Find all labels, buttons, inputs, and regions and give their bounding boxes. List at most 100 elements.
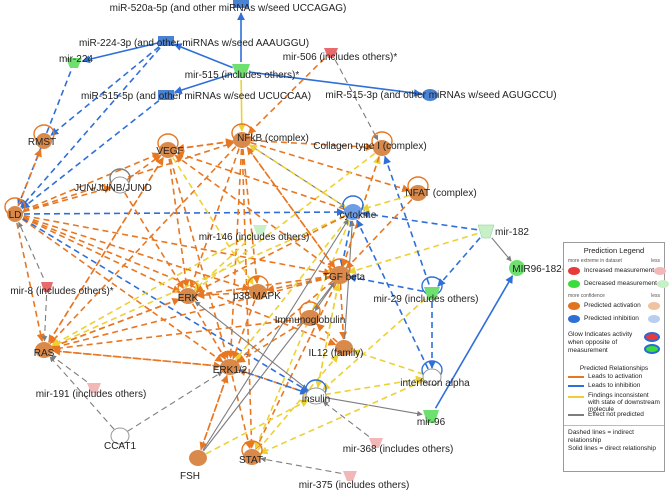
edge-immunoglobulin-ras	[52, 318, 302, 353]
edge-ld-ras	[16, 222, 45, 342]
edge-p38-erk	[196, 291, 250, 300]
node-mir515-5p[interactable]: miR-515-5p (and other miRNAs w/seed UCUC…	[81, 90, 311, 102]
node-immunoglobulin[interactable]: Immunoglobulin	[275, 310, 346, 326]
edge-layer	[4, 12, 514, 474]
node-vegf[interactable]: VEGF	[156, 142, 184, 158]
legend-increased-row: Increased measurement	[564, 264, 667, 277]
legend-leads-activation: Leads to activation	[588, 373, 643, 380]
node-label: Collagen type I (complex)	[313, 141, 426, 152]
edge-mir146-erk	[194, 234, 254, 291]
edge-cytokine-stat	[254, 220, 351, 450]
node-mir368[interactable]: mir-368 (includes others)	[343, 438, 454, 455]
edge-mir29-collagen	[383, 155, 430, 285]
node-label: NFAT (complex)	[405, 188, 476, 199]
edge-ccat1-erk12	[127, 371, 223, 432]
node-il12[interactable]: IL12 (family)	[308, 340, 364, 359]
edge-fsh-cytokine	[202, 219, 349, 451]
edge-insulin-erk	[194, 301, 310, 391]
node-label: insulin	[302, 394, 330, 405]
node-stat[interactable]: STAT	[239, 449, 263, 466]
legend-glow-row: Glow Indicates activity when opposite of…	[564, 329, 664, 357]
node-mir96[interactable]: mir-96	[417, 410, 446, 428]
node-jun[interactable]: JUN/JUNB/JUND	[74, 176, 152, 194]
edge-nfkb-ras	[49, 145, 237, 345]
node-mir520a[interactable]: miR-520a-5p (and other miRNAs w/seed UCC…	[110, 0, 347, 14]
node-mir224seed[interactable]: miR-224-3p (and other miRNAs w/seed AAAU…	[79, 36, 309, 49]
node-rmst[interactable]: RMST	[28, 133, 56, 149]
node-mir182[interactable]: mir-182	[477, 224, 529, 239]
increased-light-swatch	[654, 266, 667, 275]
edge-nfkb-collagen	[250, 139, 374, 152]
node-erk12[interactable]: ERK1/2	[213, 359, 248, 376]
inhibition-light-swatch	[648, 314, 660, 323]
node-label: miR-515-3p (and other miRNAs w/seed AGUG…	[325, 90, 556, 101]
node-label: cytokine	[340, 210, 377, 221]
node-label: mir-146 (includes others)	[199, 232, 310, 243]
edge-mir29-tgfb	[348, 274, 424, 293]
node-label: mir-29 (includes others)	[373, 294, 478, 305]
edge-mir29-insulin	[322, 298, 426, 391]
inhibition-swatch	[568, 314, 580, 323]
edge-vegf-erk12	[169, 158, 230, 360]
legend-findings-inconsistent: Findings inconsistent with state of down…	[588, 392, 660, 413]
activation-line-swatch	[568, 375, 584, 378]
node-tgfb[interactable]: TGF beta	[323, 266, 366, 284]
node-mir224[interactable]: mir-224	[59, 54, 93, 68]
node-label: Immunoglobulin	[275, 315, 346, 326]
edge-mir368-insulin	[322, 401, 370, 437]
node-mir506[interactable]: mir-506 (includes others)*	[283, 48, 398, 63]
node-mir96-182-183[interactable]: MIR96-182-183	[509, 260, 582, 276]
node-insulin[interactable]: insulin	[302, 387, 330, 405]
node-p38[interactable]: p38 MAPK	[233, 284, 281, 302]
node-mir8[interactable]: mir-8 (includes others)*	[10, 282, 114, 297]
node-fsh[interactable]: FSH	[180, 450, 207, 482]
edge-nfat-tgfb	[345, 198, 413, 270]
node-layer: miR-520a-5p (and other miRNAs w/seed UCC…	[7, 0, 582, 491]
edge-tgfb-p38	[266, 276, 332, 293]
node-label: NFkB (complex)	[237, 133, 309, 144]
node-label: mir-224	[59, 54, 93, 65]
node-label: RAS	[34, 348, 55, 359]
edge-il12-immunoglobulin	[316, 323, 338, 343]
node-mir515-3p[interactable]: miR-515-3p (and other miRNAs w/seed AGUG…	[325, 89, 557, 101]
node-label: interferon alpha	[400, 378, 470, 389]
node-label: LD	[9, 210, 22, 221]
node-ifna[interactable]: interferon alpha	[400, 368, 470, 389]
node-label: mir-368 (includes others)	[343, 444, 454, 455]
node-mir29[interactable]: mir-29 (includes others)	[373, 287, 479, 305]
node-erk[interactable]: ERK	[178, 288, 199, 304]
node-collagen[interactable]: Collagen type I (complex)	[313, 140, 427, 156]
legend-decreased: Decreased measurement	[584, 280, 657, 287]
edge-nfkb-cytokine	[249, 144, 346, 208]
node-mir515[interactable]: mir-515 (includes others)*	[185, 64, 300, 81]
edge-ld-rmst	[17, 148, 42, 206]
node-nfkb[interactable]: NFkB (complex)	[233, 132, 309, 148]
legend-extreme-scale: more extreme in dataset less	[564, 258, 664, 264]
edge-mir182-mir29	[437, 237, 481, 287]
inhibition-line-swatch	[568, 384, 584, 387]
node-ld[interactable]: LD	[7, 206, 23, 222]
node-cytokine[interactable]: cytokine	[340, 204, 377, 221]
node-mir191[interactable]: mir-191 (includes others)	[36, 383, 147, 400]
edge-ccat1-ras	[49, 356, 115, 430]
edge-cytokine-nfkb	[248, 144, 346, 208]
node-mir146[interactable]: mir-146 (includes others)	[199, 225, 310, 243]
edge-vegf-p38	[172, 157, 254, 286]
edge-nfkb-erk	[189, 148, 240, 289]
node-label: mir-191 (includes others)	[36, 389, 147, 400]
node-ras[interactable]: RAS	[34, 342, 55, 359]
edge-erk-ras	[51, 298, 180, 349]
node-label: mir-375 (includes others)	[299, 480, 410, 491]
legend-inhibition-row: Predicted inhibition	[564, 312, 664, 325]
edge-tgfb-vegf	[174, 154, 334, 271]
node-nfat[interactable]: NFAT (complex)	[405, 185, 477, 201]
edge-nfkb-p38	[242, 148, 261, 284]
legend-rel-inhibition: Leads to inhibition	[564, 381, 664, 390]
node-label: mir-96	[417, 417, 446, 428]
activation-light-swatch	[648, 301, 660, 310]
edge-collagen-erk	[194, 152, 376, 292]
inconsistent-line-swatch	[568, 396, 584, 398]
node-mir375[interactable]: mir-375 (includes others)	[299, 471, 410, 491]
edge-ld-nfkb	[23, 141, 235, 212]
node-ccat1[interactable]: CCAT1	[104, 427, 136, 452]
